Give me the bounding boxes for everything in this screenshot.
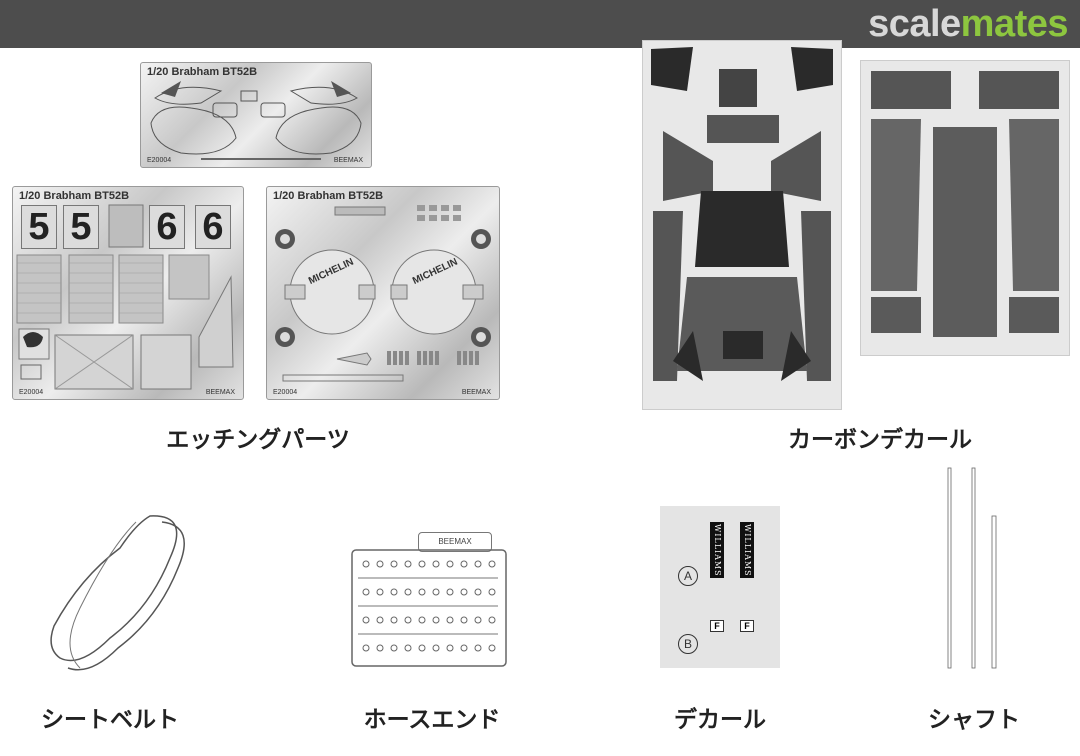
carbon-decal-graphic: [871, 71, 1059, 337]
plate-title: 1/20 Brabham BT52B: [147, 66, 258, 78]
scalemates-logo[interactable]: scalemates: [868, 2, 1068, 46]
logo-text-mates: mates: [960, 3, 1069, 45]
sprue-maker-tab: BEEMAX: [418, 532, 492, 552]
carbon-decal-sheet-2: [860, 60, 1070, 356]
carbon-decal-sheet-1: [642, 40, 842, 410]
plate-title: 1/20 Brabham BT52B: [19, 190, 130, 202]
number-plate-6: 6: [195, 205, 231, 249]
maker-mark: BEEMAX: [333, 157, 363, 164]
plate-parts-graphic: [16, 204, 234, 390]
plate-parts-graphic: [150, 81, 362, 160]
seatbelt-graphic: [50, 515, 185, 671]
label-carbon-decal: カーボンデカール: [788, 427, 972, 453]
marker-b: B: [678, 634, 698, 654]
number-plate-6: 6: [149, 205, 185, 249]
maker-mark: BEEMAX: [205, 389, 235, 396]
number-plate-5: 5: [21, 205, 57, 249]
label-seatbelt: シートベルト: [41, 707, 179, 733]
logo-text-scale: scale: [868, 3, 961, 45]
plate-code: E20004: [19, 389, 44, 396]
decal-sheet: WILLIAMS WILLIAMS A B F F: [660, 506, 780, 668]
label-decal: デカール: [674, 707, 766, 733]
photo-etch-plate-numbers: 1/20 Brabham BT52B 5 5 6 6 E20004 BEEMAX: [12, 186, 244, 400]
label-photo-etch-parts: エッチングパーツ: [166, 427, 350, 453]
shaft-graphic: [947, 467, 997, 669]
photo-etch-plate-top: 1/20 Brabham BT52B E20004 BEEMAX: [140, 62, 372, 168]
photo-etch-plate-tires: 1/20 Brabham BT52B MICHELIN MICHELIN E20…: [266, 186, 500, 400]
label-shaft: シャフト: [928, 707, 1020, 733]
f-decal: F: [740, 620, 754, 632]
williams-decal: WILLIAMS: [710, 522, 724, 578]
number-plate-5: 5: [63, 205, 99, 249]
plate-parts-graphic: MICHELIN MICHELIN: [275, 205, 491, 382]
plate-code: E20004: [147, 157, 172, 164]
plate-code: E20004: [273, 389, 298, 396]
f-decal: F: [710, 620, 724, 632]
hose-end-sprue-graphic: [351, 549, 507, 667]
label-hose-end: ホースエンド: [363, 707, 501, 733]
carbon-decal-graphic: [651, 47, 833, 381]
marker-a: A: [678, 566, 698, 586]
plate-title: 1/20 Brabham BT52B: [273, 190, 384, 202]
williams-decal: WILLIAMS: [740, 522, 754, 578]
maker-mark: BEEMAX: [461, 389, 491, 396]
header-bar: scalemates: [0, 0, 1080, 48]
